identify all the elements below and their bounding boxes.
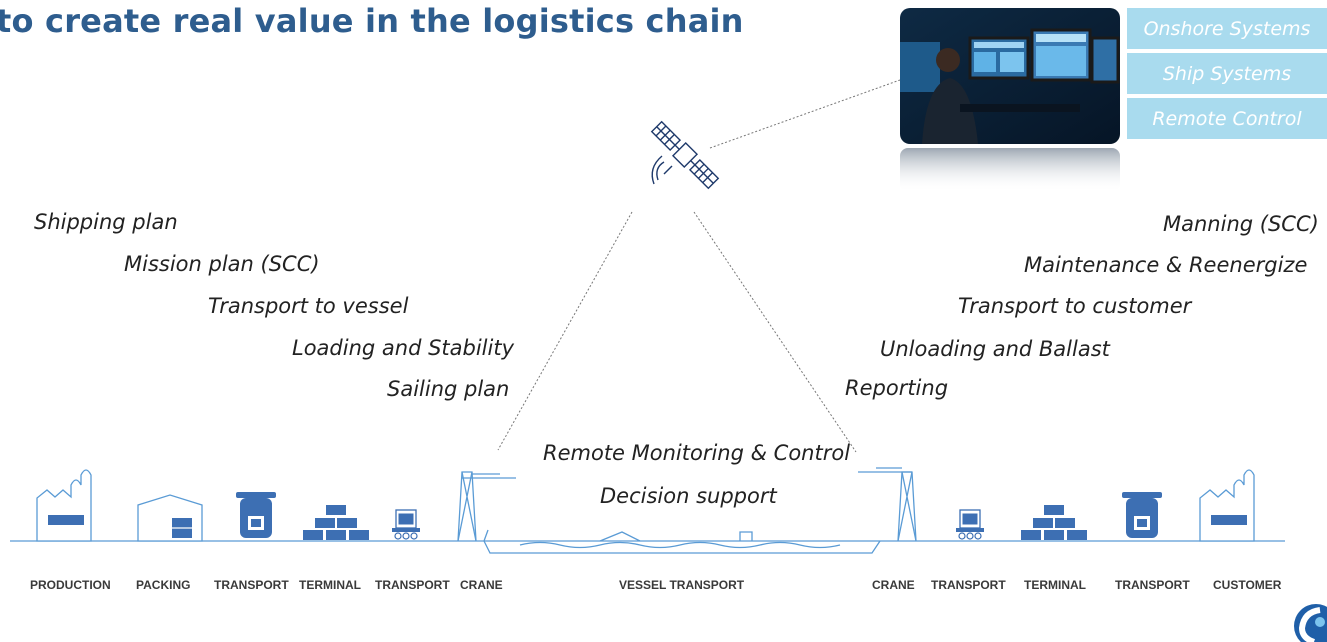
factory-icon	[36, 469, 92, 542]
step-loading-stability: Loading and Stability	[292, 336, 515, 360]
step-remote-monitoring: Remote Monitoring & Control	[543, 441, 851, 465]
stage-label-crane: CRANE	[460, 578, 503, 592]
company-logo-icon	[1294, 604, 1327, 642]
step-decision-support: Decision support	[600, 484, 777, 508]
stage-label-transport: TRANSPORT	[214, 578, 289, 592]
step-transport-to-vessel: Transport to vessel	[208, 294, 409, 318]
step-reporting: Reporting	[845, 376, 949, 400]
step-transport-to-customer: Transport to customer	[958, 294, 1192, 318]
step-manning: Manning (SCC)	[1163, 212, 1319, 236]
stage-label-transport: TRANSPORT	[375, 578, 450, 592]
stage-label-vessel-transport: VESSEL TRANSPORT	[619, 578, 745, 592]
containers-icon	[303, 505, 369, 540]
truck-icon	[236, 492, 276, 538]
stage-label-customer: CUSTOMER	[1213, 578, 1282, 592]
stage-label-crane: CRANE	[872, 578, 915, 592]
step-unloading-ballast: Unloading and Ballast	[880, 337, 1110, 361]
vessel-icon	[483, 529, 881, 554]
remote-control-button[interactable]: Remote Control	[1127, 98, 1327, 140]
customer-factory-icon	[1199, 469, 1255, 542]
step-shipping-plan: Shipping plan	[34, 210, 178, 234]
stage-label-transport: TRANSPORT	[931, 578, 1006, 592]
stage-label-packing: PACKING	[136, 578, 191, 592]
truck-icon-right	[1122, 492, 1162, 538]
stage-label-production: PRODUCTION	[30, 578, 111, 592]
satellite-icon	[650, 120, 720, 190]
logistics-chain-graphic	[10, 467, 1285, 554]
step-maintenance-reenergize: Maintenance & Reenergize	[1024, 253, 1308, 277]
step-mission-plan: Mission plan (SCC)	[124, 252, 320, 276]
ship-systems-button[interactable]: Ship Systems	[1127, 53, 1327, 95]
stage-label-terminal: TERMINAL	[299, 578, 361, 592]
containers-icon-right	[1021, 505, 1087, 540]
cart-icon-right	[956, 509, 984, 540]
operator-control-room-image	[900, 8, 1120, 192]
stage-label-terminal: TERMINAL	[1024, 578, 1086, 592]
crane-icon-right	[858, 467, 917, 542]
warehouse-icon	[137, 494, 203, 542]
onshore-systems-button[interactable]: Onshore Systems	[1127, 8, 1327, 50]
crane-icon	[457, 471, 516, 542]
step-sailing-plan: Sailing plan	[387, 377, 510, 401]
stage-label-transport: TRANSPORT	[1115, 578, 1190, 592]
page-title: to create real value in the logistics ch…	[0, 2, 744, 40]
cart-icon	[392, 509, 420, 540]
